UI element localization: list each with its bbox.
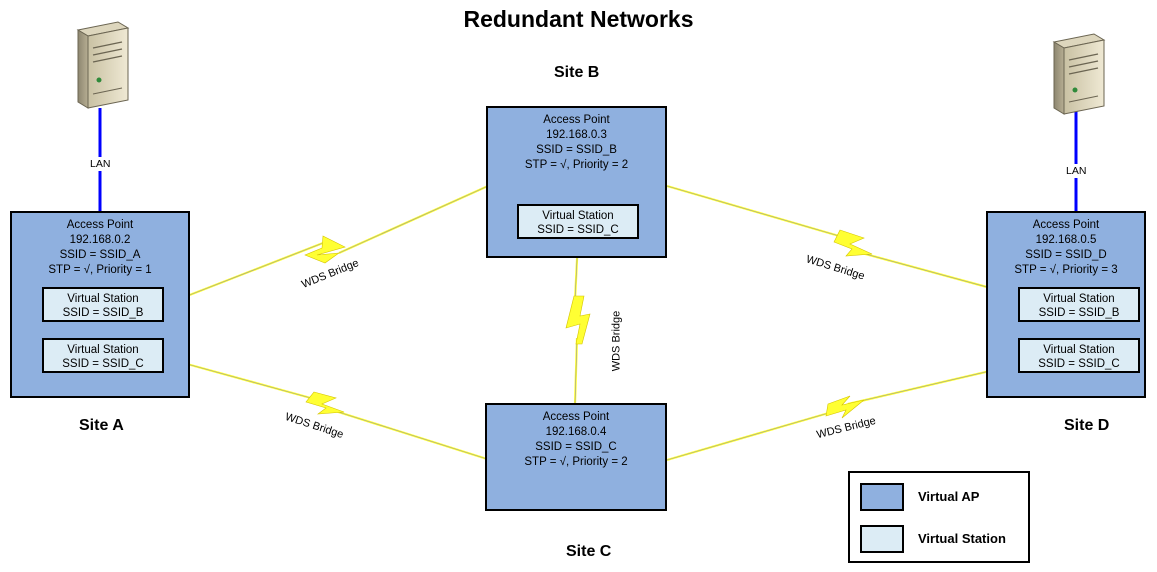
ap-stp: STP = √, Priority = 2 — [524, 456, 628, 468]
lan-label-right: LAN — [1064, 164, 1089, 178]
vs-title: Virtual Station — [67, 293, 139, 305]
virtual-station-a1: Virtual Station SSID = SSID_B — [42, 287, 164, 322]
vs-title: Virtual Station — [542, 210, 614, 222]
wds-link-a-c — [186, 362, 488, 461]
ap-ssid: SSID = SSID_D — [1025, 249, 1107, 261]
wds-link-b-d — [666, 184, 1021, 298]
legend-label-virtual-station: Virtual Station — [918, 531, 1006, 546]
site-label-b: Site B — [554, 64, 600, 81]
ap-ip: 192.168.0.3 — [546, 129, 607, 141]
ap-ip: 192.168.0.2 — [69, 234, 131, 246]
ap-ssid: SSID = SSID_B — [536, 144, 617, 156]
vs-ssid: SSID = SSID_C — [1038, 358, 1120, 370]
vs-ssid: SSID = SSID_C — [537, 224, 619, 236]
ap-title: Access Point — [66, 219, 134, 231]
wds-link-b-c — [565, 239, 591, 405]
virtual-station-d2: Virtual Station SSID = SSID_C — [1018, 338, 1140, 373]
ap-ssid: SSID = SSID_A — [59, 249, 141, 261]
wds-label-b-c: WDS Bridge — [610, 310, 623, 372]
legend-swatch-virtual-ap — [860, 483, 904, 511]
ap-title: Access Point — [543, 114, 610, 126]
legend-swatch-virtual-station — [860, 525, 904, 553]
vs-ssid: SSID = SSID_B — [62, 307, 144, 319]
site-label-d: Site D — [1064, 417, 1110, 434]
lan-label-left: LAN — [88, 157, 113, 171]
legend: Virtual AP Virtual Station — [848, 471, 1030, 563]
site-label-c: Site C — [566, 543, 612, 560]
wds-link-a-b — [186, 184, 489, 298]
ap-title: Access Point — [542, 411, 610, 423]
access-point-c: Access Point 192.168.0.4 SSID = SSID_C S… — [485, 403, 667, 511]
ap-stp: STP = √, Priority = 1 — [48, 264, 152, 276]
ap-ssid: SSID = SSID_C — [535, 441, 617, 453]
ap-ip: 192.168.0.5 — [1035, 234, 1097, 246]
vs-title: Virtual Station — [1043, 293, 1115, 305]
virtual-station-d1: Virtual Station SSID = SSID_B — [1018, 287, 1140, 322]
server-icon — [1052, 33, 1106, 115]
wds-link-c-d — [666, 362, 1021, 462]
diagram-title: Redundant Networks — [463, 6, 694, 32]
server-icon — [76, 21, 130, 109]
legend-label-virtual-ap: Virtual AP — [918, 489, 980, 504]
ap-ip: 192.168.0.4 — [545, 426, 607, 438]
vs-title: Virtual Station — [1043, 344, 1115, 356]
virtual-station-b1: Virtual Station SSID = SSID_C — [517, 204, 639, 239]
vs-ssid: SSID = SSID_C — [62, 358, 144, 370]
virtual-station-a2: Virtual Station SSID = SSID_C — [42, 338, 164, 373]
site-label-a: Site A — [79, 417, 124, 434]
vs-ssid: SSID = SSID_B — [1038, 307, 1120, 319]
ap-stp: STP = √, Priority = 2 — [524, 159, 629, 171]
ap-stp: STP = √, Priority = 3 — [1014, 264, 1118, 276]
vs-title: Virtual Station — [67, 344, 139, 356]
ap-title: Access Point — [1032, 219, 1100, 231]
